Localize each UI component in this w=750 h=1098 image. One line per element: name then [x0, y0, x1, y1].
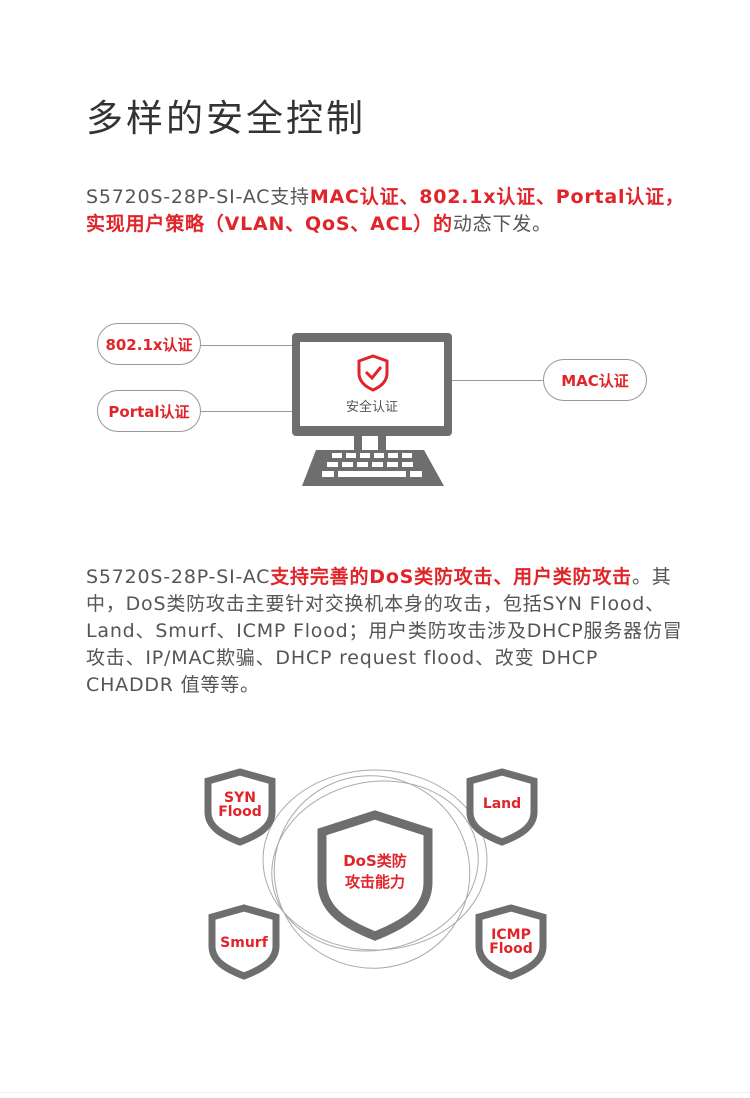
center-label-line2: 攻击能力 [344, 873, 405, 891]
security-shield-icon [357, 354, 389, 392]
section2-text-b: 。其中，DoS类防攻击主要针对交换机本身的攻击，包括SYN Flood、Land… [86, 566, 683, 696]
center-shield-label: DoS类防 攻击能力 [315, 851, 435, 893]
smurf-label: Smurf [220, 935, 268, 951]
icmp-shield-icon [475, 904, 547, 980]
monitor-stand [302, 436, 444, 486]
icmp-label-line2: Flood [489, 941, 533, 957]
orbit-ring-3 [273, 775, 471, 969]
land-label: Land [482, 796, 522, 812]
section2-paragraph: S5720S-28P-SI-AC支持完善的DoS类防攻击、用户类防攻击。其中，D… [86, 564, 686, 699]
keyboard-keys [322, 453, 422, 477]
pill-mac-auth: MAC认证 [543, 359, 647, 401]
screen-label: 安全认证 [345, 400, 398, 415]
orbit-ring-2 [271, 780, 479, 952]
orbit-ring-1 [262, 769, 488, 951]
syn-label-line1: SYN [224, 790, 256, 806]
section2-highlight: 支持完善的DoS类防攻击、用户类防攻击 [270, 566, 632, 588]
pill-8021x-auth: 802.1x认证 [97, 323, 201, 365]
pill-portal-auth: Portal认证 [97, 390, 201, 432]
dos-defense-diagram [204, 768, 547, 980]
connector-mac [451, 380, 544, 381]
land-shield-icon [466, 768, 538, 846]
page-title: 多样的安全控制 [86, 97, 366, 140]
icmp-label-line1: ICMP [491, 927, 531, 943]
bottom-divider [0, 1092, 750, 1093]
section2-text-a: S5720S-28P-SI-AC [86, 566, 271, 588]
smurf-shield-icon [208, 904, 280, 980]
connector-8021x [201, 345, 293, 346]
section1-paragraph: S5720S-28P-SI-AC支持MAC认证、802.1x认证、Portal认… [86, 184, 686, 238]
section1-text-a: S5720S-28P-SI-AC支持 [86, 186, 310, 208]
connector-portal [201, 411, 293, 412]
center-shield-icon [317, 810, 433, 941]
syn-shield-icon [204, 768, 276, 846]
section1-highlight: MAC认证、802.1x认证、Portal认证，实现用户策略（VLAN、QoS、… [86, 186, 685, 235]
syn-flood-label: SYN Flood [200, 791, 280, 819]
syn-label-line2: Flood [218, 804, 262, 820]
section1-text-b: 动态下发。 [452, 213, 552, 235]
icmp-flood-label: ICMP Flood [471, 928, 551, 956]
center-label-line1: DoS类防 [343, 852, 407, 870]
